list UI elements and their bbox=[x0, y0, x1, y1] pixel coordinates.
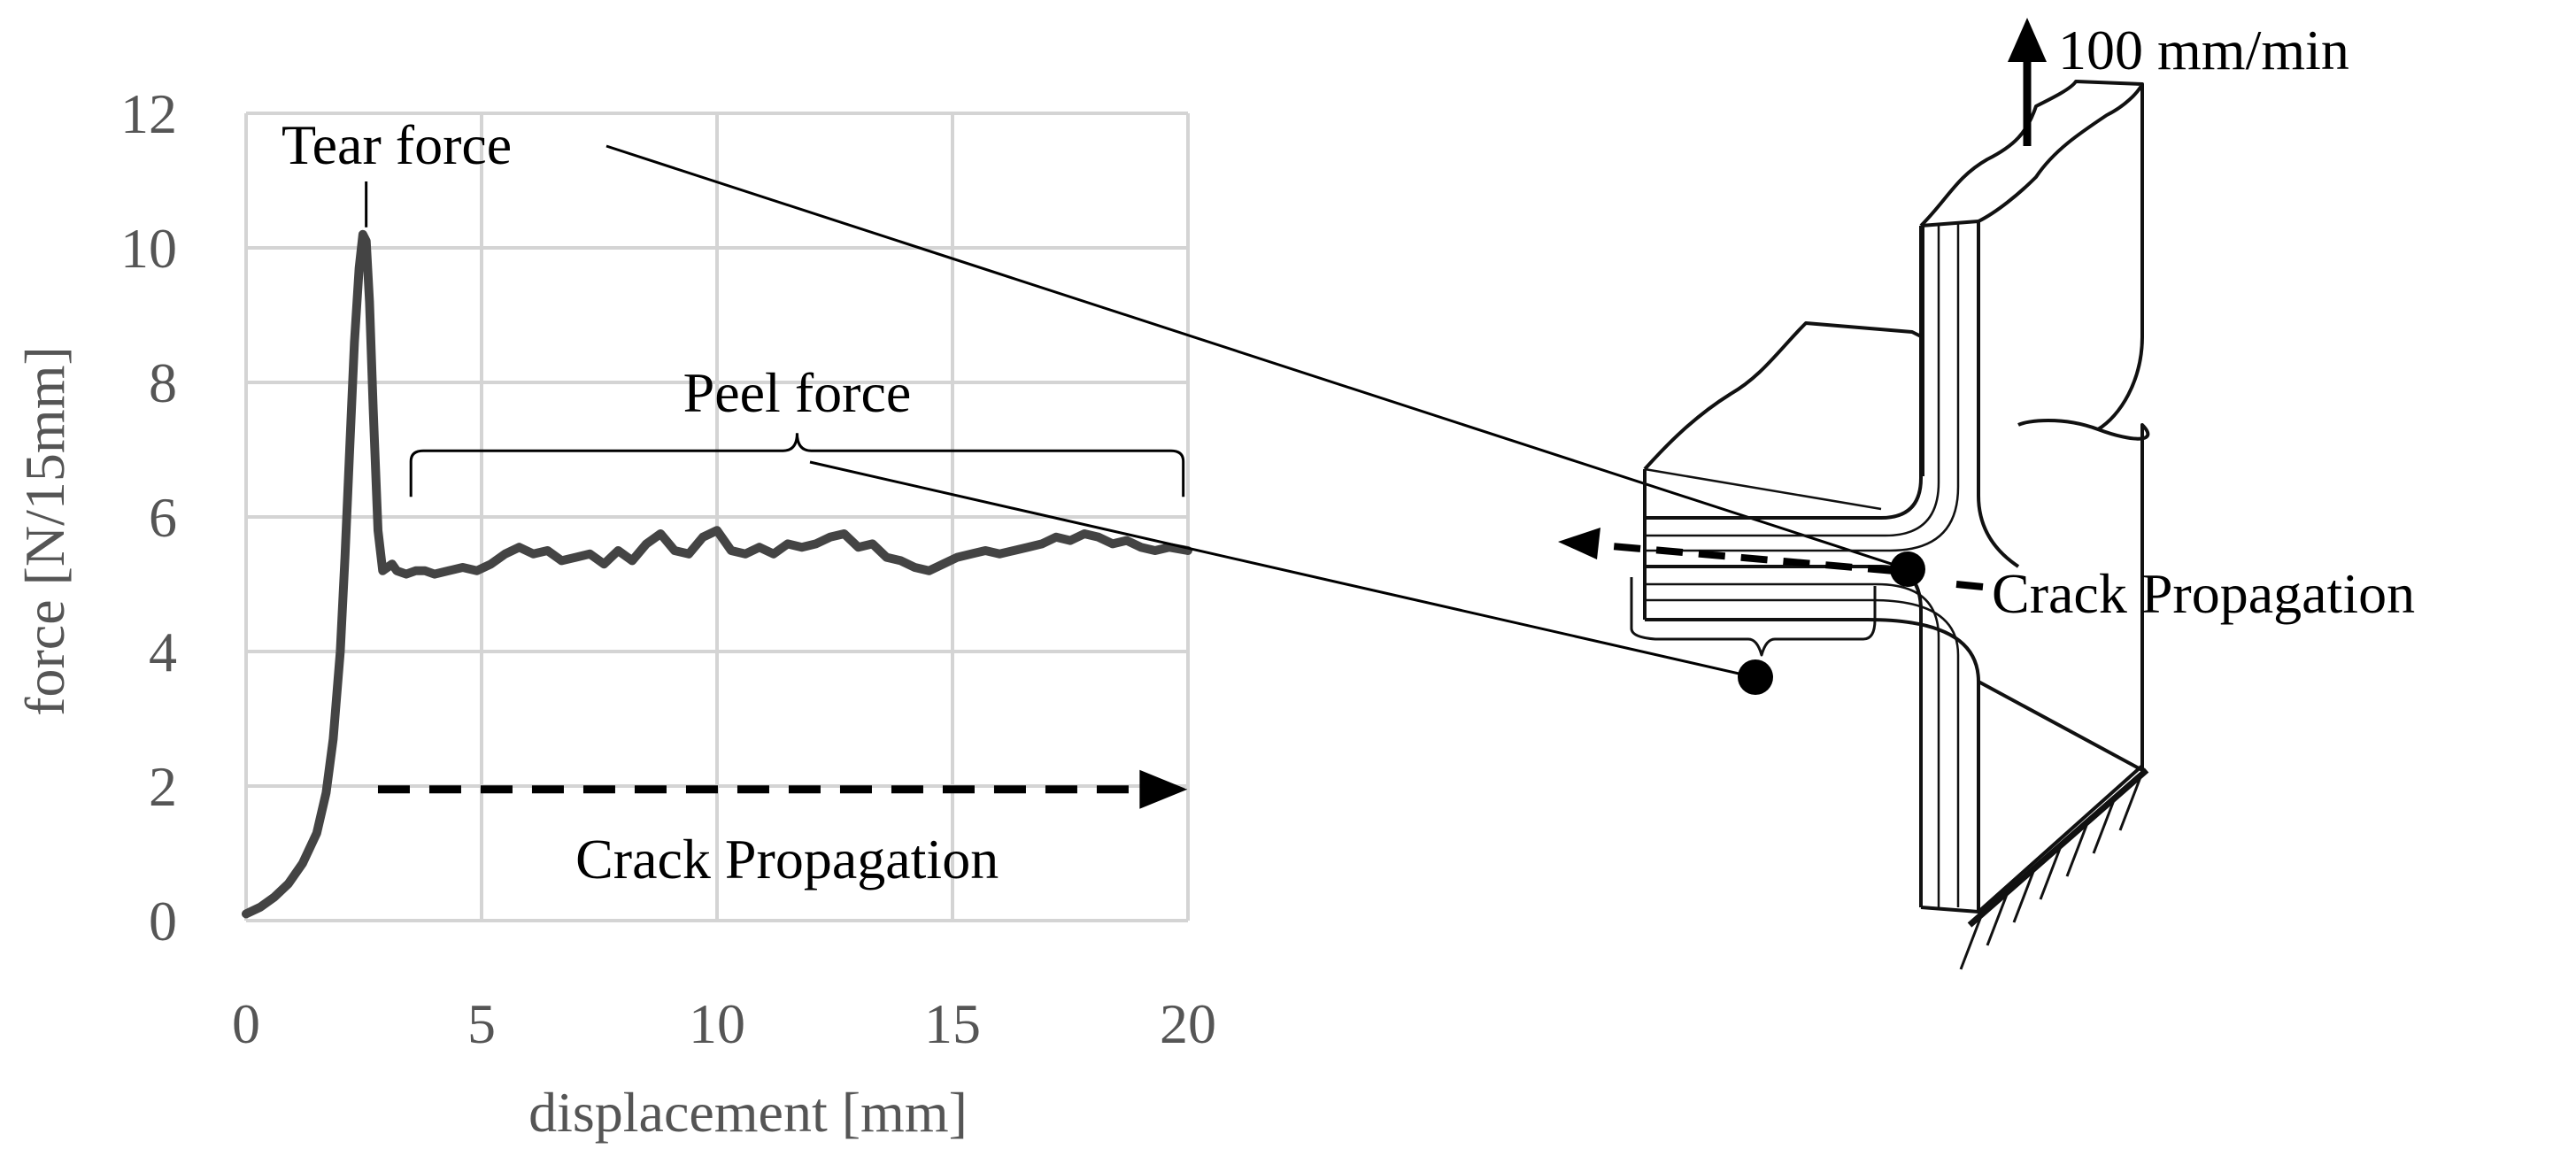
tear-force-label: Tear force bbox=[282, 113, 512, 176]
upper-strip-top-edge bbox=[1919, 80, 2144, 227]
lower-arm-outer bbox=[1645, 618, 1980, 912]
lower-arm-inner-2 bbox=[1645, 598, 1960, 907]
crack-propagation-arrowhead bbox=[1139, 769, 1188, 809]
series-line bbox=[242, 229, 1192, 919]
y-tick-label: 2 bbox=[149, 755, 177, 818]
lower-strip-bottom bbox=[1920, 764, 2144, 914]
force-displacement-chart: 0 2 4 6 8 10 12 0 5 10 15 20 Tear force Peel force… bbox=[13, 82, 1216, 1144]
peel-force-connector bbox=[809, 460, 1755, 679]
y-tick-label: 12 bbox=[120, 82, 177, 145]
speed-label: 100 mm/min bbox=[2058, 19, 2349, 81]
x-axis-label: displacement [mm] bbox=[528, 1081, 968, 1144]
lower-strip-right bbox=[1978, 419, 2150, 772]
x-tick-label: 0 bbox=[232, 992, 260, 1055]
x-tick-label: 5 bbox=[467, 992, 496, 1055]
y-tick-label: 0 bbox=[149, 890, 177, 952]
peel-force-label: Peel force bbox=[683, 361, 912, 424]
y-axis-ticks: 0 2 4 6 8 10 12 bbox=[120, 82, 177, 952]
upper-strip-back-face bbox=[1920, 220, 2020, 568]
tear-marker-dot bbox=[1890, 551, 1925, 587]
top-flange bbox=[1643, 321, 1922, 471]
y-tick-label: 4 bbox=[149, 621, 177, 683]
specimen-crack-arrowhead bbox=[1558, 528, 1600, 559]
t-peel-specimen-diagram bbox=[1630, 80, 2150, 970]
tear-force-connector bbox=[605, 144, 1909, 571]
specimen-crack-arrow bbox=[1570, 539, 1895, 574]
peel-force-brace bbox=[409, 433, 1185, 497]
upper-strip-right-face bbox=[2096, 84, 2144, 431]
x-tick-label: 10 bbox=[689, 992, 745, 1055]
peel-region-brace bbox=[1630, 577, 1877, 657]
upper-arm-inner bbox=[1645, 223, 1940, 537]
y-tick-label: 8 bbox=[149, 351, 177, 414]
specimen-crack-label: Crack Propagation bbox=[1992, 562, 2415, 625]
x-axis-ticks: 0 5 10 15 20 bbox=[232, 992, 1216, 1055]
y-tick-label: 6 bbox=[149, 486, 177, 549]
y-tick-label: 10 bbox=[120, 217, 177, 280]
x-tick-label: 20 bbox=[1160, 992, 1216, 1055]
peel-marker-dot bbox=[1738, 659, 1773, 695]
pull-arrowhead bbox=[2008, 18, 2047, 62]
x-tick-label: 15 bbox=[924, 992, 981, 1055]
crack-propagation-label: Crack Propagation bbox=[575, 828, 999, 891]
upper-arm-inner-2 bbox=[1645, 221, 1960, 552]
upper-arm bbox=[1645, 226, 1923, 520]
top-flange-depth bbox=[1644, 467, 1882, 511]
lower-arm bbox=[1645, 565, 1923, 907]
clamp-line bbox=[1967, 767, 2149, 928]
clamp-hatching bbox=[1959, 776, 2142, 970]
y-axis-label: force [N/15mm] bbox=[13, 346, 76, 716]
lower-arm-inner bbox=[1645, 582, 1940, 907]
specimen-crack-tick bbox=[1955, 581, 1984, 590]
